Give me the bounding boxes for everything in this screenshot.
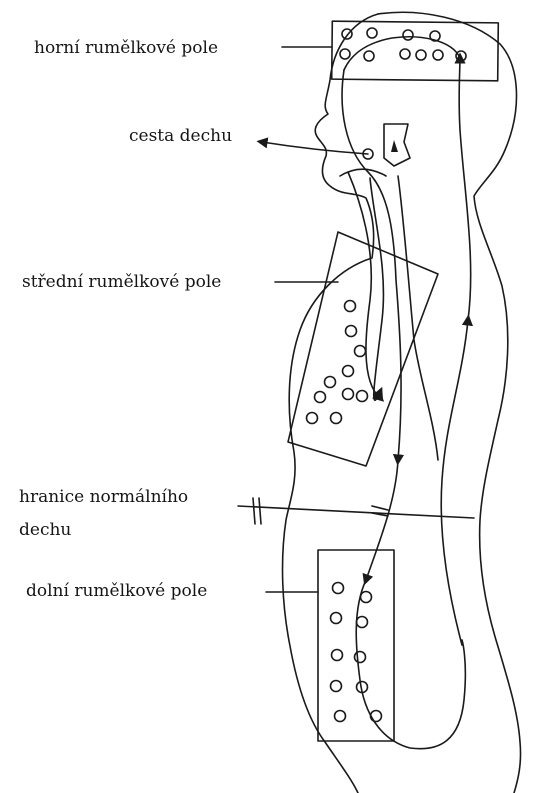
middle-field-circles xyxy=(307,301,368,424)
breath-path-front-return xyxy=(370,178,383,400)
boundary-tick-marks xyxy=(253,498,388,524)
normal-breath-label-line2: dechu xyxy=(19,519,71,541)
throat-arrow-marker xyxy=(391,140,398,152)
neck-inner-line xyxy=(340,169,386,176)
lower-field-label: dolní rumělkové pole xyxy=(26,580,207,602)
normal-breath-boundary-line xyxy=(238,506,474,518)
body-outline-back xyxy=(378,12,521,793)
breath-path-inner-loop xyxy=(348,172,380,398)
breath-path-back-ascent xyxy=(441,320,468,645)
upper-field-box xyxy=(332,21,499,81)
upper-field-label: horní rumělkové pole xyxy=(34,37,218,59)
breath-path-label: cesta dechu xyxy=(129,125,232,147)
breath-path-spine-strand xyxy=(398,176,438,460)
breath-path-back-top xyxy=(459,58,471,320)
lower-field-circles xyxy=(331,583,382,722)
middle-field-label: střední rumělkové pole xyxy=(22,271,221,293)
normal-breath-label-line1: hranice normálního xyxy=(19,486,188,508)
breath-path-lower-loop xyxy=(356,580,465,749)
ear-outline xyxy=(384,124,410,166)
